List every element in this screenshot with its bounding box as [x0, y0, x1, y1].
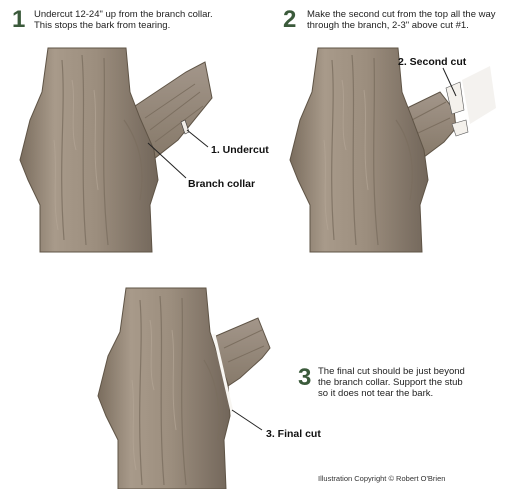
step-3-text-line-1: The final cut should be just beyond — [318, 366, 465, 377]
step-3-number: 3 — [298, 366, 311, 390]
step-3-text: The final cut should be just beyond the … — [318, 366, 465, 399]
label-final-cut: 3. Final cut — [266, 428, 321, 440]
step-3-text-line-2: the branch collar. Support the stub — [318, 377, 465, 388]
step-3-text-line-3: so it does not tear the bark. — [318, 388, 465, 399]
illustration-credit: Illustration Copyright © Robert O'Brien — [318, 474, 445, 483]
